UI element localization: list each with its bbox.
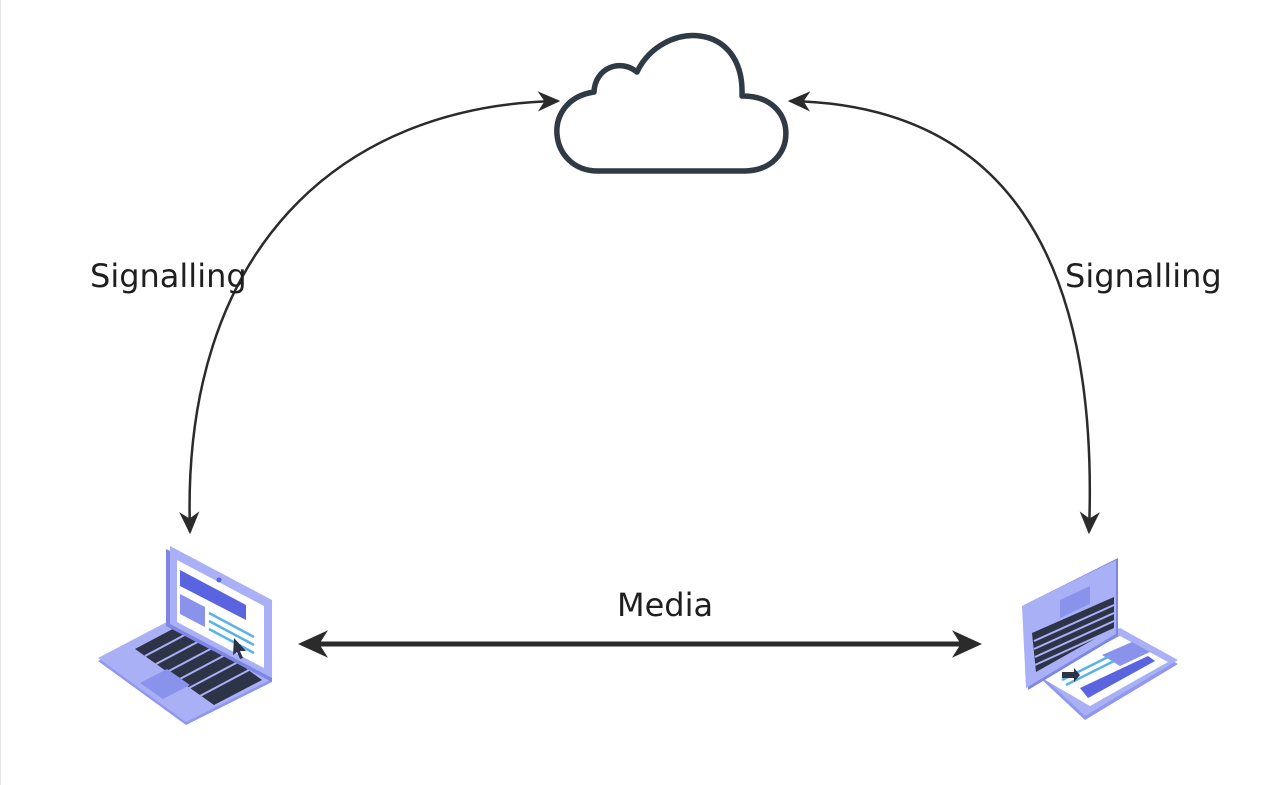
signalling-arrow-left [179, 91, 561, 535]
media-label: Media [617, 586, 713, 624]
laptop-icon [1022, 558, 1178, 720]
signalling-label-left: Signalling [90, 257, 247, 295]
cloud-icon [554, 32, 789, 174]
signalling-arrow-right [787, 91, 1100, 535]
signalling-label-right: Signalling [1065, 257, 1222, 295]
laptop-icon [98, 546, 272, 725]
left-border [0, 0, 1, 785]
